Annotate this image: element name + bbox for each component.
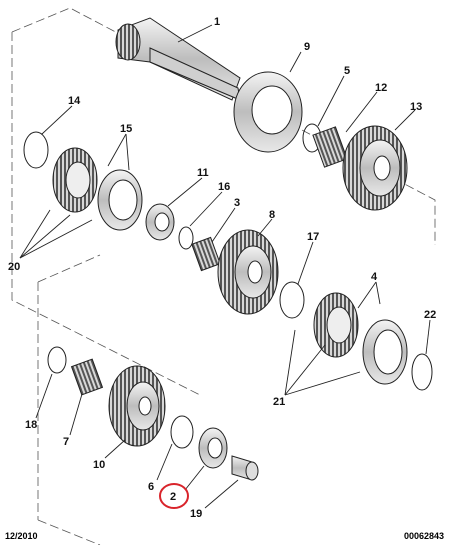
leader-lines <box>19 24 431 509</box>
part-15-synchro-hub <box>52 147 143 231</box>
footer-date: 12/2010 <box>5 531 38 541</box>
callout-8: 8 <box>269 209 275 221</box>
highlight-circle <box>159 483 189 509</box>
part-8-gear <box>217 229 279 315</box>
callout-12: 12 <box>375 82 387 94</box>
part-9-bearing <box>233 71 303 153</box>
part-16-clip <box>178 226 194 250</box>
part-2-bearing <box>198 427 228 469</box>
part-10-gear <box>108 365 166 447</box>
part-19-nut <box>231 455 259 481</box>
callout-16: 16 <box>218 181 230 193</box>
part-1-input-shaft <box>115 17 241 101</box>
callout-13: 13 <box>410 101 422 113</box>
part-22-ring <box>411 353 433 391</box>
callout-10: 10 <box>93 459 105 471</box>
callout-21: 21 <box>273 396 285 408</box>
callout-20: 20 <box>8 261 20 273</box>
callout-3: 3 <box>234 197 240 209</box>
part-12-needle-bearing <box>312 126 348 168</box>
part-3-needle-bearing <box>191 236 221 272</box>
part-17-ring <box>279 281 305 319</box>
callout-11: 11 <box>197 167 209 179</box>
callout-19: 19 <box>190 508 202 520</box>
callout-5: 5 <box>344 65 350 77</box>
part-4-synchro-assembly <box>313 292 408 385</box>
callout-14: 14 <box>68 95 81 107</box>
callout-17: 17 <box>307 231 319 243</box>
part-18-ring <box>47 346 67 374</box>
callout-15: 15 <box>120 123 132 135</box>
callout-18: 18 <box>25 419 37 431</box>
part-14-ring <box>23 131 49 169</box>
part-7-needle-bearing <box>70 358 104 396</box>
callout-6: 6 <box>148 481 154 493</box>
part-11-spacer <box>145 203 175 241</box>
callout-labels: 1 9 5 12 13 14 15 11 16 3 8 17 4 20 22 2… <box>8 16 436 520</box>
part-13-gear <box>342 125 408 211</box>
callout-1: 1 <box>214 16 220 28</box>
footer-reference-number: 00062843 <box>403 531 444 541</box>
part-6-washer <box>170 415 194 449</box>
callout-9: 9 <box>304 41 310 53</box>
callout-7: 7 <box>63 436 69 448</box>
callout-2: 2 <box>170 491 176 503</box>
callout-4: 4 <box>371 271 378 283</box>
callout-22: 22 <box>424 309 436 321</box>
lower-assembly-frame <box>37 254 101 545</box>
